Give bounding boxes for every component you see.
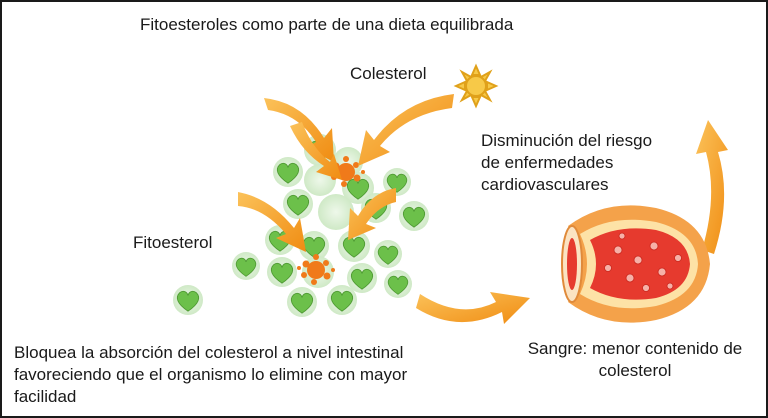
blood-vessel-icon	[561, 205, 710, 323]
diagram-title: Fitoesteroles como parte de una dieta eq…	[140, 15, 514, 34]
blood-label: Sangre: menor contenido de colesterol	[527, 339, 743, 380]
risk-reduction-label: Disminución del riesgo de enfermedades c…	[481, 131, 653, 194]
cholesterol-splat-icon	[297, 156, 365, 285]
absorption-block-label: Bloquea la absorción del colesterol a ni…	[14, 343, 408, 406]
phytosterol-label: Fitoesterol	[133, 233, 213, 252]
sun-icon	[453, 63, 499, 109]
cholesterol-label: Colesterol	[350, 64, 427, 83]
curved-arrow-icon	[238, 94, 728, 324]
